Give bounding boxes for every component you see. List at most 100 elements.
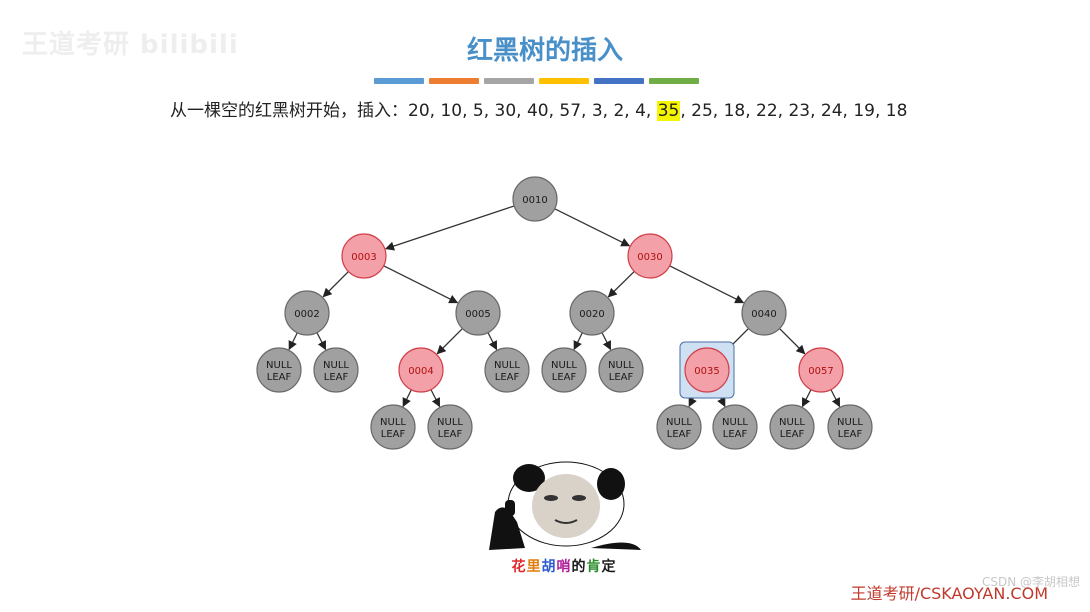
node-label: 0004 <box>408 366 433 377</box>
node-label: 0005 <box>465 309 490 320</box>
caption-char: 定 <box>601 559 617 575</box>
color-bar <box>594 78 644 84</box>
tree-edge <box>607 270 635 298</box>
tree-edge <box>830 389 841 408</box>
tree-node-0004: 0004 <box>398 347 444 393</box>
tree-edge <box>430 389 441 408</box>
color-bar <box>649 78 699 84</box>
meme-sticker: 花里胡哨的肯定 <box>481 460 647 580</box>
node-circle <box>798 347 844 393</box>
node-label: 0020 <box>579 309 604 320</box>
caption-char: 哨 <box>556 559 572 575</box>
caption-char: 胡 <box>541 559 557 575</box>
tree-node-0005: 0005 <box>455 290 501 336</box>
tree-edge <box>573 332 583 351</box>
tree-edge <box>554 208 631 247</box>
node-label: 0035 <box>694 366 719 377</box>
footer-site: 王道考研/CSKAOYAN.COM <box>850 584 1048 603</box>
node-label: 0002 <box>294 309 319 320</box>
tree-edge <box>801 389 812 408</box>
tree-edge <box>383 265 459 304</box>
node-circle <box>598 347 644 393</box>
caption-char: 花 <box>511 559 527 575</box>
tree-edge <box>384 205 515 251</box>
tree-edge <box>669 265 745 304</box>
color-bar <box>374 78 424 84</box>
node-circle <box>341 233 387 279</box>
node-circle <box>541 347 587 393</box>
tree-edge <box>316 332 327 351</box>
node-circle <box>313 347 359 393</box>
sequence-highlight: 35 <box>656 101 681 121</box>
tree-edge <box>288 332 298 351</box>
tree-edge <box>601 332 612 351</box>
node-circle <box>427 404 473 450</box>
tree-edge <box>779 328 806 355</box>
tree-node-0030: 0030 <box>627 233 673 279</box>
tree-edge <box>487 332 498 351</box>
node-circle <box>484 347 530 393</box>
node-circle <box>769 404 815 450</box>
tree-node-0020: 0020 <box>569 290 615 336</box>
insert-sequence: 从一棵空的红黑树开始，插入：20, 10, 5, 30, 40, 57, 3, … <box>170 97 907 125</box>
tree-edge <box>436 328 463 355</box>
caption-char: 的 <box>571 559 587 575</box>
tree-node-0003: 0003 <box>341 233 387 279</box>
bilibili-watermark: 王道考研 bilibili <box>22 30 239 60</box>
node-circle <box>398 347 444 393</box>
sequence-before: 20, 10, 5, 30, 40, 57, 3, 2, 4, <box>408 101 657 121</box>
node-label: 0057 <box>808 366 833 377</box>
color-bar <box>484 78 534 84</box>
caption-char: 里 <box>526 559 542 575</box>
node-circle <box>741 290 787 336</box>
node-circle <box>256 347 302 393</box>
slide-title: 红黑树的插入 <box>466 36 623 66</box>
node-label: 0010 <box>522 195 547 206</box>
sticker-caption: 花里胡哨的肯定 <box>481 556 647 576</box>
csdn-watermark: CSDN @李胡相想 <box>981 575 1080 589</box>
color-bar <box>539 78 589 84</box>
sequence-prefix: 从一棵空的红黑树开始，插入： <box>170 101 408 121</box>
node-circle <box>569 290 615 336</box>
node-circle <box>827 404 873 450</box>
tree-edge <box>322 271 349 298</box>
caption-char: 肯 <box>586 559 602 575</box>
node-circle <box>684 347 730 393</box>
node-circle <box>512 176 558 222</box>
node-circle <box>656 404 702 450</box>
node-label: 0040 <box>751 309 776 320</box>
tree-edge <box>402 389 412 408</box>
tree-node-0040: 0040 <box>741 290 787 336</box>
panda-thumbs-up-meme-icon <box>489 461 641 550</box>
node-label: 0030 <box>637 252 662 263</box>
node-circle <box>370 404 416 450</box>
node-circle <box>455 290 501 336</box>
tree-node-0035: 0035 <box>679 341 735 399</box>
sequence-after: , 25, 18, 22, 23, 24, 19, 18 <box>680 101 908 121</box>
tree-node-0057: 0057 <box>798 347 844 393</box>
tree-node-0002: 0002 <box>284 290 330 336</box>
node-label: 0003 <box>351 252 376 263</box>
